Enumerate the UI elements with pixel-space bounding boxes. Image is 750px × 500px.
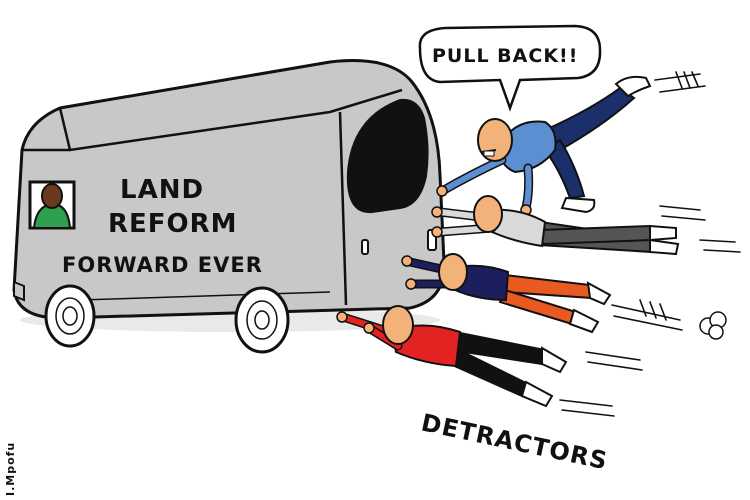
van-roof-line bbox=[58, 88, 403, 152]
van-rear-window bbox=[346, 98, 429, 214]
driver bbox=[32, 183, 72, 229]
van-side-light bbox=[361, 239, 369, 255]
van-rear-wheel bbox=[234, 286, 290, 354]
van-text-line2: REFORM bbox=[108, 209, 238, 239]
motion-lines bbox=[559, 71, 741, 417]
detractor-3 bbox=[401, 253, 612, 334]
speech-text: PULL BACK!! bbox=[432, 45, 578, 67]
van-bumper bbox=[13, 280, 25, 302]
van-panel-line bbox=[79, 291, 331, 301]
dust-cloud bbox=[699, 311, 727, 340]
speech-bubble: PULL BACK!! bbox=[418, 24, 602, 112]
artist-signature: I.Mpofu bbox=[4, 442, 17, 496]
van-text-line3: FORWARD EVER bbox=[62, 253, 263, 277]
detractor-4 bbox=[336, 305, 568, 408]
driver-head bbox=[41, 183, 63, 209]
caption-detractors: DETRACTORS bbox=[419, 408, 611, 475]
van-text-line1: LAND bbox=[120, 175, 204, 205]
detractor-1 bbox=[436, 75, 652, 216]
detractor-2 bbox=[431, 195, 680, 256]
van-front-wheel bbox=[44, 284, 96, 348]
van-rear-edge bbox=[338, 111, 348, 306]
